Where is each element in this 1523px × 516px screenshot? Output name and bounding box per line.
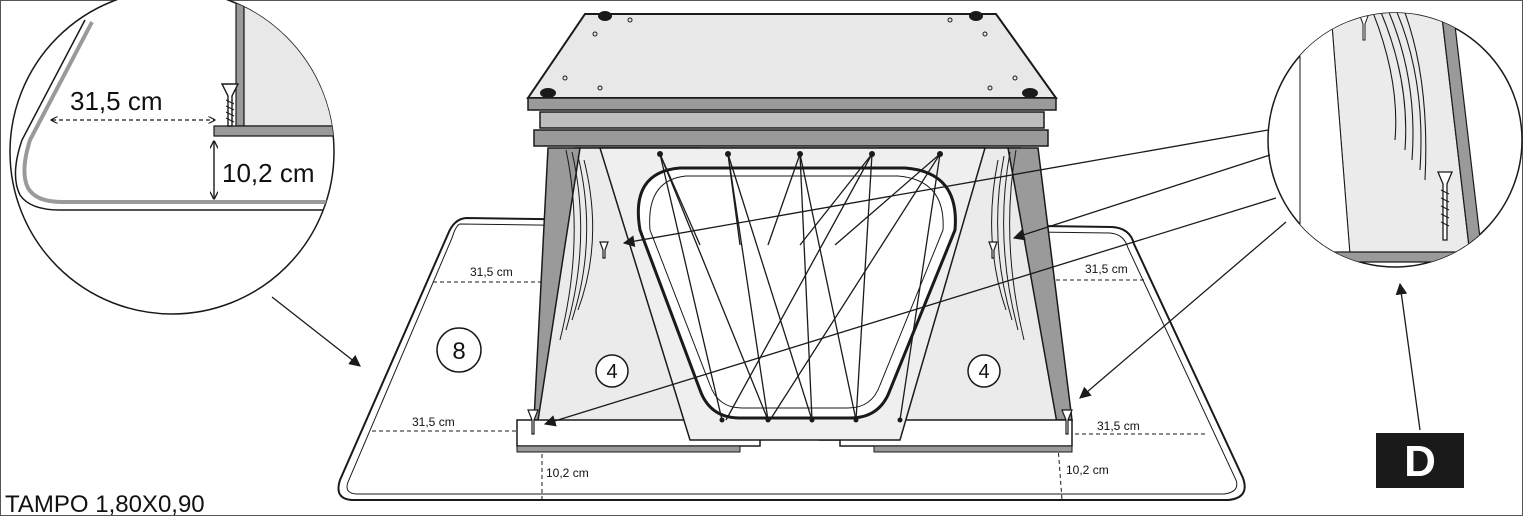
- label-depth-right: 10,2 cm: [1066, 463, 1109, 477]
- part-number-4-left: 4: [595, 354, 629, 388]
- cords: [659, 153, 941, 421]
- corner-feet: [540, 11, 1038, 98]
- svg-text:D: D: [1404, 437, 1436, 486]
- side-strings: [559, 149, 1025, 341]
- table-body: [516, 11, 1073, 453]
- svg-text:4: 4: [978, 361, 989, 383]
- zoom-circle-right: [1267, 12, 1523, 268]
- svg-text:4: 4: [606, 361, 617, 383]
- callout-arrows: [271, 129, 1421, 431]
- screw-icons: [527, 241, 1073, 435]
- label-bottom-right: 31,5 cm: [1097, 419, 1140, 433]
- label-depth-left: 10,2 cm: [546, 466, 589, 480]
- zoom-left-height-label: 10,2 cm: [222, 158, 315, 188]
- zoom-circle-left: 31,5 cm 10,2 cm: [9, 0, 335, 315]
- detail-badge: D: [1376, 433, 1464, 488]
- page-title: TAMPO 1,80X0,90: [5, 491, 205, 516]
- part-number-4-right: 4: [967, 354, 1001, 388]
- part-number-8: 8: [436, 327, 482, 373]
- svg-text:8: 8: [452, 338, 465, 365]
- cord-pins: [657, 151, 943, 423]
- label-top-left: 31,5 cm: [470, 265, 513, 279]
- label-top-right: 31,5 cm: [1085, 262, 1128, 276]
- label-bottom-left: 31,5 cm: [412, 415, 455, 429]
- zoom-left-width-label: 31,5 cm: [70, 86, 163, 116]
- screw-holes: [562, 17, 1018, 91]
